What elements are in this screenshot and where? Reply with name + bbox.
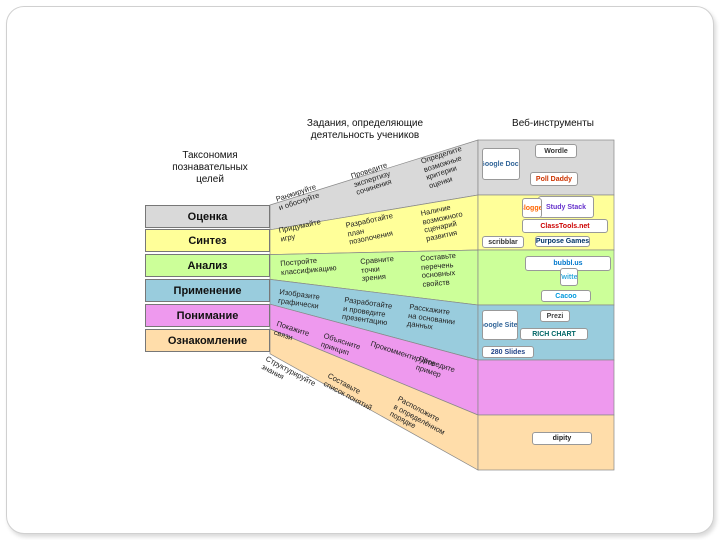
tool-tile[interactable]: Purpose Games bbox=[535, 236, 590, 247]
tool-tile[interactable]: Google Sites bbox=[482, 310, 518, 340]
taxonomy-header-line: целей bbox=[196, 174, 224, 185]
level-comprehension: Понимание bbox=[145, 304, 270, 327]
tool-tile[interactable]: RICH CHART bbox=[520, 328, 588, 340]
tool-tile[interactable]: scribblar bbox=[482, 236, 524, 248]
tool-tile[interactable]: Cacoo bbox=[541, 290, 591, 302]
level-analysis: Анализ bbox=[145, 254, 270, 277]
level-evaluation: Оценка bbox=[145, 205, 270, 228]
taxonomy-header-line: Таксономия bbox=[182, 150, 238, 161]
tool-tile[interactable]: Poll Daddy bbox=[530, 172, 578, 186]
tool-tile[interactable]: dipity bbox=[532, 432, 592, 445]
tool-tile[interactable]: Study Stack bbox=[538, 196, 594, 218]
tasks-header-line: Задания, определяющие bbox=[306, 118, 424, 129]
level-knowledge: Ознакомление bbox=[145, 329, 270, 352]
taxonomy-header-line: познавательных bbox=[172, 162, 248, 173]
tool-column-band bbox=[477, 359, 615, 416]
tool-tile[interactable]: Prezi bbox=[540, 310, 570, 322]
tool-tile[interactable]: Blogger bbox=[522, 198, 542, 218]
level-application: Применение bbox=[145, 279, 270, 302]
level-synthesis: Синтез bbox=[145, 229, 270, 252]
tool-tile[interactable]: 280 Slides bbox=[482, 346, 534, 358]
web-tools-header: Веб-инструменты bbox=[512, 118, 594, 129]
taxonomy-header: Таксономия познавательных целей bbox=[155, 150, 265, 186]
tasks-header: Задания, определяющие деятельность учени… bbox=[290, 118, 440, 142]
tasks-header-line: деятельность учеников bbox=[310, 130, 420, 141]
tool-tile[interactable]: Wordle bbox=[535, 144, 577, 158]
tool-tile[interactable]: ClassTools.net bbox=[522, 219, 608, 233]
tool-tile[interactable]: Google Docs bbox=[482, 148, 520, 180]
tool-tile[interactable]: Twitter bbox=[560, 268, 578, 286]
